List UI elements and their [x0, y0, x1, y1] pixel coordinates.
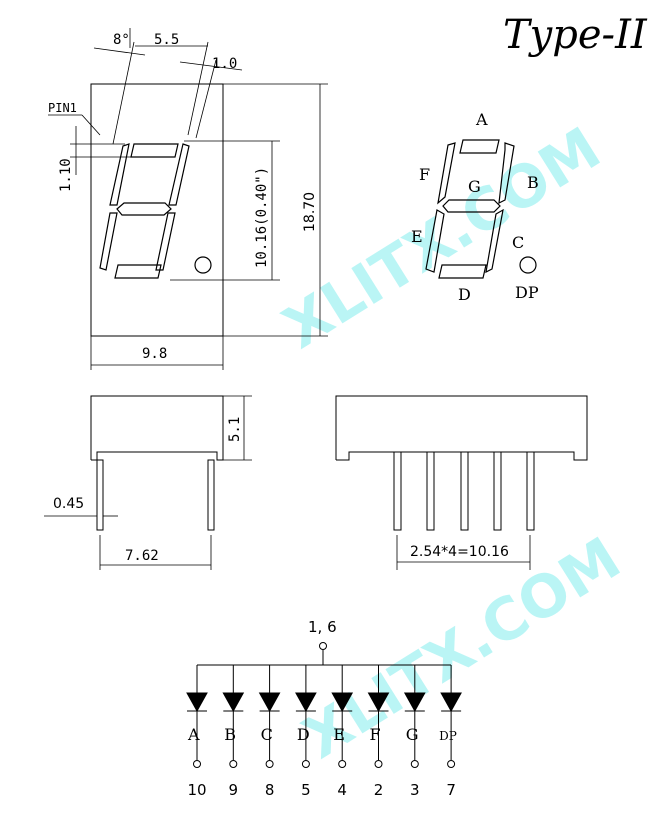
front-view: 8° 5.5 1.0 PIN1 1.10 10.16(0.40") 18.70 … [48, 28, 328, 370]
segment-label-a: A [475, 110, 488, 129]
schematic-segment-label: D [297, 725, 310, 744]
segment-label-e: E [411, 227, 423, 246]
schematic-pin-terminal [447, 760, 456, 768]
front-seg-b [168, 143, 190, 206]
front-seg-g [116, 202, 172, 216]
segment-map: A F B G E C D DP [411, 110, 539, 304]
schematic-pin-number: 9 [229, 781, 239, 799]
side-view: 5.1 0.45 7.62 [44, 395, 252, 570]
schematic-pin-number: 2 [374, 781, 384, 799]
front-dim-top-offset: 1.10 [58, 158, 74, 192]
bottom-view: 2.54*4=10.16 [335, 395, 588, 570]
schematic-pin-terminal [193, 760, 201, 768]
schematic-segment-label: A [187, 725, 200, 744]
front-seg-c [155, 212, 176, 271]
bottom-pin-2 [426, 451, 435, 531]
front-seg-d [114, 264, 162, 279]
segment-label-c: C [512, 233, 524, 252]
schematic-segment-label: B [224, 725, 236, 744]
bottom-dim-pin-pitch: 2.54*4=10.16 [410, 544, 509, 560]
schematic-diode-e: E4 [331, 665, 354, 799]
schematic-diode-d: D5 [295, 665, 317, 799]
schematic-common-terminal [319, 642, 327, 650]
schematic-common-label: 1, 6 [308, 618, 337, 636]
schematic-diode-dp: DP 7 [439, 665, 462, 799]
front-pin1-label: PIN1 [48, 101, 77, 115]
bottom-pin-1 [393, 451, 402, 531]
bottom-pin-3 [460, 451, 469, 531]
schematic-pin-terminal [301, 760, 310, 768]
front-dim-total-width: 9.8 [142, 346, 167, 362]
front-dim-digit-height: 10.16(0.40") [254, 167, 270, 268]
front-digit [99, 143, 212, 279]
side-dim-body-height: 5.1 [227, 417, 243, 442]
front-seg-dp [194, 256, 212, 274]
front-seg-f [109, 143, 130, 206]
front-dim-seg-thickness: 1.0 [212, 56, 237, 72]
segment-label-b: B [527, 173, 539, 192]
bottom-pin-4 [493, 451, 502, 531]
front-dim-total-height: 18.70 [302, 192, 318, 232]
side-dim-row-spacing: 7.62 [125, 548, 159, 564]
segment-label-d: D [458, 285, 471, 304]
schematic-pin-terminal [338, 760, 347, 768]
front-dim-seg-width: 5.5 [154, 32, 179, 48]
side-pin-left [96, 459, 104, 531]
schematic-segment-label: DP [439, 729, 457, 743]
schematic-pin-terminal [265, 760, 274, 768]
front-body-outline [90, 83, 224, 337]
schematic-pin-number: 10 [187, 781, 206, 799]
schematic-pin-number: 3 [410, 781, 420, 799]
schematic-diode-f: F2 [367, 665, 390, 799]
schematic-segment-label: F [370, 725, 381, 744]
schematic-diode-g: G3 [403, 665, 426, 799]
schematic-pin-terminal [410, 760, 419, 768]
side-pin-right [207, 459, 215, 531]
schematic-diode-a: A 10 [186, 665, 208, 799]
schematic-pin-terminal [229, 760, 238, 768]
front-seg-e [99, 212, 118, 271]
schematic-pin-number: 4 [337, 781, 347, 799]
schematic-diode-c: C8 [258, 665, 281, 799]
schematic-segment-label: G [406, 725, 419, 744]
segment-label-f: F [419, 165, 430, 184]
schematic-diode-b: B9 [222, 665, 245, 799]
schematic-pin-number: 8 [265, 781, 275, 799]
schematic-segment-label: C [261, 725, 273, 744]
side-dim-pin-width: 0.45 [53, 496, 84, 512]
segment-label-g: G [468, 177, 481, 196]
drawing-title: Type-II [503, 12, 648, 58]
schematic-pin-number: 5 [301, 781, 311, 799]
segment-label-dp: DP [515, 283, 539, 302]
front-seg-a [130, 143, 179, 158]
schematic-pin-terminal [374, 760, 383, 768]
bottom-pin-5 [526, 451, 535, 531]
front-dim-angle: 8° [113, 32, 130, 48]
watermark-upper: XLITX.COM [271, 114, 612, 362]
schematic-segment-label: E [333, 725, 345, 744]
schematic-pin-number: 7 [446, 781, 456, 799]
